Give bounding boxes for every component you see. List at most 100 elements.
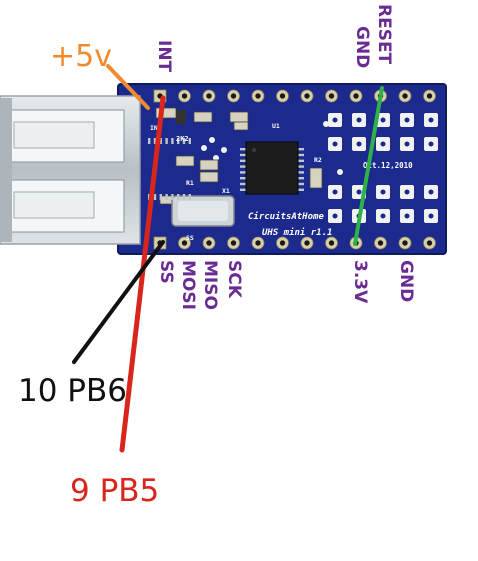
chip-pin [159, 138, 162, 144]
annotation-wires [72, 64, 384, 453]
pad-hole [332, 141, 338, 147]
chip-pin [171, 194, 174, 200]
chip-pin [240, 153, 246, 157]
chip-pin [240, 177, 246, 180]
pad-hole [402, 240, 408, 246]
usb-tongue-upper [13, 121, 95, 149]
usb-shell-edge [0, 98, 12, 242]
pad-hole [404, 189, 410, 195]
via [209, 137, 215, 143]
usb-connector [0, 95, 141, 245]
via [201, 145, 207, 151]
pad-hole [328, 240, 335, 246]
label-pb5: 9 PB5 [70, 473, 160, 509]
chip-pin [165, 138, 168, 144]
label-gnd-bottom: GND [396, 260, 416, 303]
chip-pin [298, 177, 304, 180]
chip-pin [298, 182, 304, 186]
pad-hole [426, 240, 433, 246]
pad-hole [255, 240, 261, 246]
smd-resistor [199, 159, 219, 171]
chip-pin [148, 138, 151, 144]
chip-pin [240, 159, 246, 162]
silk-date: Oct.12,2010 [363, 161, 413, 170]
usb-tongue-lower [13, 191, 95, 219]
chip-pin [240, 188, 246, 191]
pad-hole [428, 117, 434, 123]
label-pb6: 10 PB6 [18, 373, 127, 409]
pad-hole [356, 117, 362, 123]
pad-hole [332, 189, 338, 195]
chip-pin [298, 148, 304, 151]
pad-hole [404, 117, 410, 123]
label-miso: MISO [200, 260, 220, 310]
label-gnd-top: GND [352, 26, 372, 69]
silk-x1: X1 [222, 187, 230, 195]
pad-hole [404, 141, 410, 147]
wire-5v [106, 64, 150, 110]
label-mosi: MOSI [178, 260, 198, 310]
via [323, 121, 329, 127]
pad-hole [255, 93, 261, 99]
label-reset: RESET [374, 4, 394, 65]
pad-hole [428, 141, 434, 147]
chip-pin [240, 148, 246, 151]
pad-hole [356, 189, 362, 195]
pad-hole [380, 117, 386, 123]
silk-r2: R1 [186, 179, 194, 187]
pad-hole [230, 240, 237, 246]
chip-pin [159, 194, 162, 200]
pad-hole [328, 93, 335, 99]
smd-resistor [193, 111, 213, 123]
silk-model: UHS mini r1.1 [262, 227, 332, 238]
chip-pin [298, 153, 304, 157]
proto-grid-pads [179, 113, 438, 223]
label-int: INT [154, 40, 174, 73]
pad-hole [428, 213, 434, 219]
label-3v3: 3.3V [350, 260, 370, 304]
crystal-x1 [171, 195, 235, 227]
pad-hole [428, 189, 434, 195]
pad-hole [380, 213, 386, 219]
pad-hole [181, 240, 188, 246]
pad-hole [332, 117, 338, 123]
silk-u1: U1 [272, 122, 280, 130]
pad-hole [356, 141, 362, 147]
wire-3v3 [353, 86, 384, 246]
pad-hole [332, 213, 338, 219]
via [337, 169, 343, 175]
pad-hole [402, 93, 408, 99]
pad-hole [206, 93, 212, 99]
label-sck: SCK [224, 260, 244, 298]
chip-pin [153, 138, 157, 144]
pad-hole [404, 213, 410, 219]
chip-pin [182, 138, 186, 144]
chip-pin [240, 171, 246, 174]
chip-pin [153, 194, 157, 200]
smd-resistor [229, 111, 249, 123]
silk-ss: SS [186, 234, 194, 242]
chip-pin [240, 182, 246, 186]
pad-hole [380, 141, 386, 147]
pad-hole [206, 240, 212, 246]
smd-components [155, 107, 323, 205]
pad-hole [279, 240, 286, 246]
pad-hole [380, 189, 386, 195]
pad-hole [353, 93, 359, 99]
chip-pin [177, 138, 180, 144]
wire-pb6 [72, 240, 165, 364]
silk-r3: R2 [314, 156, 322, 164]
pad-hole [304, 93, 310, 99]
smd-cap [176, 110, 186, 124]
silk-r1: 2K2 [176, 135, 189, 143]
via [213, 155, 219, 161]
chip-pin [171, 138, 174, 144]
smd-resistor [233, 121, 249, 131]
chip-pin [182, 194, 186, 200]
pad-hole [377, 240, 384, 246]
silkscreen: CircuitsAtHome UHS mini r1.1 Oct.12,2010… [150, 122, 413, 242]
wire-pb5 [119, 95, 166, 453]
pad-hole [279, 93, 286, 99]
